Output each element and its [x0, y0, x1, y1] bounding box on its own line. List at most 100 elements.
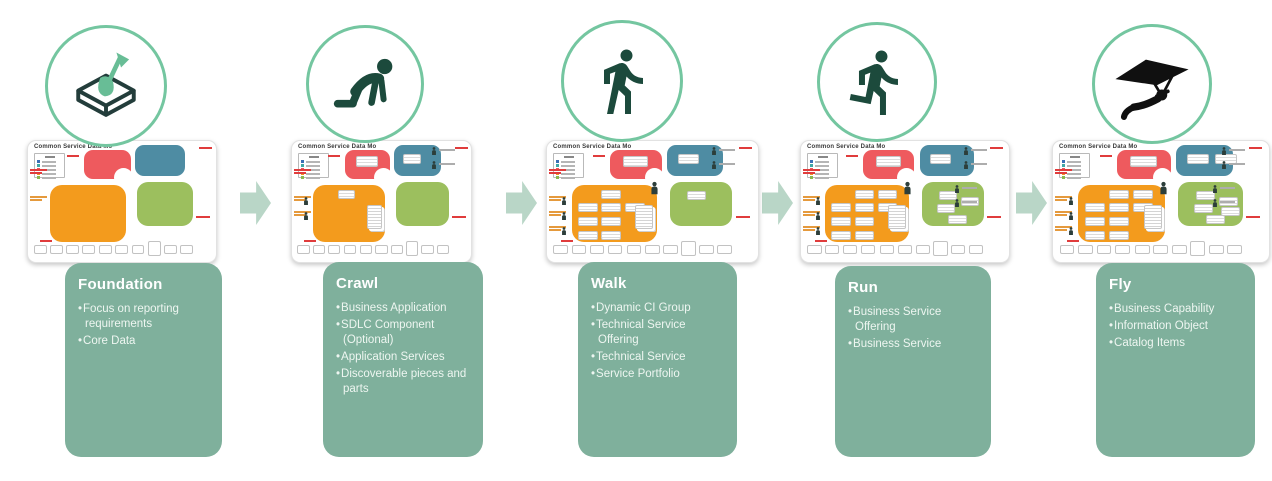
center-person-icon — [1159, 181, 1168, 195]
person-icon — [1068, 197, 1074, 205]
bullet-item: Technical Service — [591, 350, 726, 365]
orange-blob-box — [601, 203, 622, 212]
stage-card-walk: Walk Dynamic CI GroupTechnical Service O… — [578, 262, 737, 457]
tiny-left-label — [549, 169, 566, 171]
center-person-icon — [650, 181, 659, 195]
stage-card-run: Run Business Service OfferingBusiness Se… — [835, 266, 991, 457]
tiny-left-label — [1055, 229, 1067, 231]
bottom-strip-box — [1171, 245, 1187, 254]
teal-blob — [135, 145, 185, 176]
walking-person-icon — [586, 45, 658, 117]
person-icon — [1221, 147, 1227, 155]
bullet-item: Core Data — [78, 334, 211, 349]
tiny-left-label — [1055, 196, 1072, 198]
tiny-left-label — [803, 211, 820, 213]
tiny-red-label — [845, 155, 858, 157]
bottom-strip-box — [969, 245, 984, 254]
orange-blob-box — [601, 190, 622, 199]
orange-blob-box — [577, 231, 599, 240]
stage-title: Walk — [591, 275, 627, 292]
tiny-left-label — [294, 214, 306, 216]
tiny-gray-label — [1220, 201, 1236, 203]
bottom-strip-box — [1190, 241, 1206, 256]
stage-icon-circle — [45, 25, 167, 147]
tiny-left-label — [294, 196, 311, 198]
bottom-strip-box — [933, 241, 948, 256]
green-blob-box — [938, 191, 958, 200]
mini-legend — [34, 153, 65, 179]
stage-bullets: Business CapabilityInformation ObjectCat… — [1109, 302, 1244, 351]
stage-title: Run — [848, 279, 879, 296]
person-icon — [1212, 199, 1218, 207]
stage-title: Fly — [1109, 276, 1132, 293]
tiny-left-label — [549, 196, 566, 198]
tiny-red-label — [560, 240, 573, 242]
tiny-left-label — [294, 211, 311, 213]
tiny-left-label — [803, 226, 820, 228]
csdm-thumbnail: Common Service Data Mo — [27, 140, 217, 263]
orange-blob-box — [854, 217, 875, 226]
red-blob-box — [622, 156, 649, 167]
tiny-left-label — [803, 196, 820, 198]
bullet-item: Focus on reporting requirements — [78, 302, 211, 332]
bottom-strip-box — [1134, 245, 1150, 254]
bottom-strip-box — [1153, 245, 1169, 254]
bottom-strip-box — [825, 245, 840, 254]
green-blob — [669, 182, 733, 226]
csdm-thumbnail: Common Service Data Mo — [1052, 140, 1270, 263]
person-icon — [303, 212, 309, 220]
bullet-item: Dynamic CI Group — [591, 301, 726, 316]
bottom-strip-box — [717, 245, 732, 254]
bottom-strip-box — [343, 245, 356, 254]
person-icon — [954, 199, 960, 207]
orange-blob-box — [1084, 203, 1106, 212]
tiny-left-label — [1055, 226, 1072, 228]
person-icon — [815, 212, 821, 220]
bullet-item: Application Services — [336, 350, 472, 365]
bottom-strip-box — [115, 245, 129, 254]
bottom-strip-box — [297, 245, 310, 254]
bottom-strip-box — [99, 245, 113, 254]
thumbnail-title: Common Service Data Mo — [34, 144, 113, 150]
person-icon — [1068, 227, 1074, 235]
tiny-left-label — [294, 199, 306, 201]
right-arrow-icon — [762, 181, 793, 225]
green-blob-box — [936, 204, 956, 213]
thumbnail-title: Common Service Data Mo — [1059, 144, 1138, 150]
stage-icon-circle — [561, 20, 683, 142]
stage-card-fly: Fly Business CapabilityInformation Objec… — [1096, 263, 1255, 457]
running-person-icon — [841, 46, 913, 118]
stage-title: Foundation — [78, 276, 163, 293]
stage-column-fly: Common Service Data Mo Fly Business Capa… — [1052, 0, 1270, 481]
bottom-strip-box — [897, 245, 912, 254]
orange-blob-box — [577, 203, 599, 212]
person-icon — [561, 227, 567, 235]
crawling-person-icon — [330, 49, 400, 119]
tiny-red-label — [738, 147, 752, 149]
bullet-item: Service Portfolio — [591, 367, 726, 382]
orange-blob-box — [831, 217, 852, 226]
junction-circle — [1153, 168, 1172, 187]
teal-blob-box — [678, 154, 700, 164]
bottom-strip-box — [390, 245, 403, 254]
tiny-left-label — [549, 229, 561, 231]
person-icon — [561, 197, 567, 205]
tiny-left-label — [294, 172, 306, 174]
tiny-left-label — [1055, 199, 1067, 201]
person-icon — [561, 212, 567, 220]
stage-icon-circle — [817, 22, 937, 142]
person-icon — [954, 185, 960, 193]
bottom-strip-box — [180, 245, 193, 254]
tiny-left-label — [1055, 169, 1072, 171]
tiny-left-label — [803, 229, 815, 231]
person-icon — [963, 147, 969, 155]
orange-blob — [49, 185, 126, 242]
orange-blob-box — [601, 217, 622, 226]
bullet-item: Business Application — [336, 301, 472, 316]
mini-legend — [1059, 153, 1090, 179]
green-blob-box — [686, 191, 706, 200]
document-stack — [367, 205, 383, 229]
tiny-red-label — [735, 216, 750, 218]
bottom-strip-box — [359, 245, 373, 254]
green-blob-box — [948, 215, 967, 224]
